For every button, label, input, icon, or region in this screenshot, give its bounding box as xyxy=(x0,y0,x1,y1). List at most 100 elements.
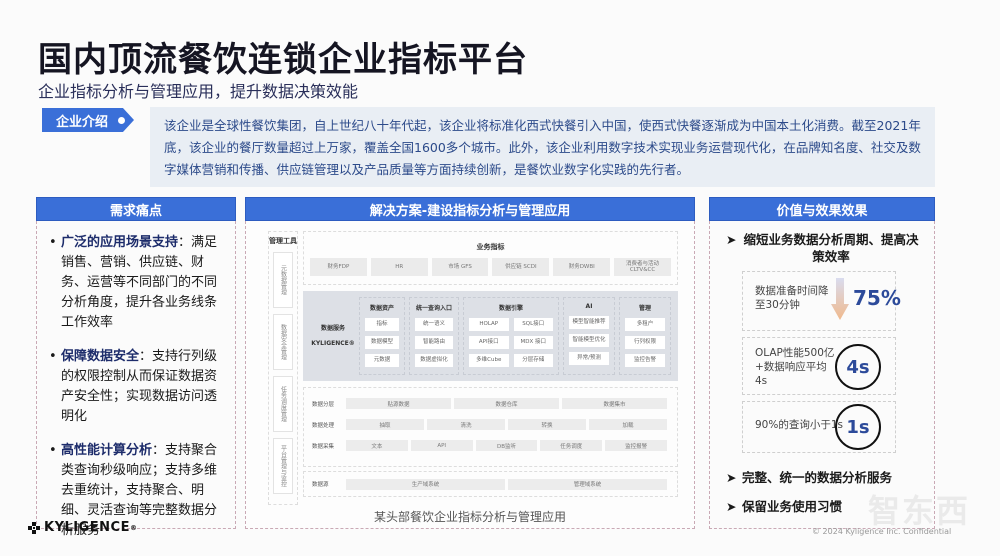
arrow-icon: ➤ xyxy=(726,232,737,247)
svc-cell: 元数据 xyxy=(365,354,399,367)
svc-group: 管理 多租户 行列权限 监控告警 xyxy=(619,297,671,375)
value-headline: ➤ 保留业务使用习惯 xyxy=(726,498,920,515)
svc-cell: 监控告警 xyxy=(625,354,665,367)
biz-cell: HR xyxy=(370,258,428,276)
data-source: 数据源 生产域系统 管理域系统 xyxy=(303,471,678,497)
ds-cell: 管理域系统 xyxy=(508,478,667,490)
tool-item: 平台管理与监控 xyxy=(273,438,293,494)
data-governance: 数据分层 贴源数据 数据仓库 数据集市 数据处理 抽取 清洗 转换 加载 数据采… xyxy=(303,387,678,467)
page-title: 国内顶流餐饮连锁企业指标平台 xyxy=(38,40,528,80)
pain-points-header: 需求痛点 xyxy=(36,197,236,221)
pain-points-panel: 需求痛点 • 广泛的应用场景支持：满足销售、营销、供应链、财务、运营等不同部门的不… xyxy=(36,197,236,538)
pain-item: • 高性能计算分析：支持聚合类查询秒级响应；支持多维去重统计，支持聚合、明细、灵活… xyxy=(45,441,225,541)
svc-group-title: 数据资产 xyxy=(369,305,394,312)
svc-cell: 统一语义 xyxy=(415,318,453,331)
svc-cell: 智能模型优化 xyxy=(569,334,609,347)
value-headline-text: 保留业务使用习惯 xyxy=(742,499,843,514)
value-headline: ➤ 缩短业务数据分析周期、提高决策效率 xyxy=(726,231,920,265)
metric-desc: 数据准备时间降至30分钟 xyxy=(755,285,829,311)
biz-title: 业务指标 xyxy=(476,243,505,251)
dg-cell: API xyxy=(410,440,473,451)
diagram-caption: 某头部餐饮企业指标分析与管理应用 xyxy=(373,510,566,524)
data-service-layer: 数据服务 KYLIGENCE® 数据资产 指标 数据模型 元数据 统一查询入口 统… xyxy=(303,291,678,381)
pain-item: • 广泛的应用场景支持：满足销售、营销、供应链、财务、运营等不同部门的不同分析角度… xyxy=(45,233,225,333)
svc-cell: 模型智能推荐 xyxy=(569,316,609,329)
business-metrics: 业务指标 财务FDP HR 市场 GFS 供应链 SCDI 财务DWBI 消费者… xyxy=(303,231,678,285)
pain-item-body: ：满足销售、营销、供应链、财务、运营等不同部门的不同分析角度，提升各业务线条工作… xyxy=(61,235,218,330)
svc-cell: 多维Cube xyxy=(469,354,509,367)
svc-cell: 智能路由 xyxy=(415,336,453,349)
metric-card: OLAP性能500亿+数据响应平均4s 4s xyxy=(742,337,896,395)
dg-cell: 监控报警 xyxy=(605,440,667,451)
value-panel: 价值与效果效果 ➤缩短业务数据分析周期、提高决策效率 数据准备时间降至30分钟 … xyxy=(709,197,935,529)
bullet-icon: • xyxy=(49,443,57,458)
biz-cell: 财务DWBI xyxy=(553,258,611,276)
down-arrow-icon xyxy=(831,278,849,320)
arrow-icon: ➤ xyxy=(726,470,737,485)
svc-group-title: 数据引擎 xyxy=(498,305,523,312)
svc-cell: 指标 xyxy=(365,318,399,331)
arrow-icon: ➤ xyxy=(726,499,737,514)
dg-cell: DB监听 xyxy=(475,440,538,451)
solution-panel: 解决方案-建设指标分析与管理应用 管理工具 元数据管理 数据安全管理 任务调度管… xyxy=(245,197,695,529)
dg-row: 数据处理 抽取 清洗 转换 加载 xyxy=(304,419,677,430)
svc-label: 数据服务 xyxy=(320,325,345,332)
tool-item: 任务调度管理 xyxy=(273,376,293,432)
metric-desc: OLAP性能500亿+数据响应平均4s xyxy=(755,347,835,387)
ds-cell: 生产域系统 xyxy=(346,478,505,490)
pain-item-body: ：支持聚合类查询秒级响应；支持多维去重统计，支持聚合、明细、灵活查询等完整数据分… xyxy=(61,443,218,538)
dg-cell: 清洗 xyxy=(427,419,505,430)
tools-title: 管理工具 xyxy=(269,237,297,245)
svc-cell: 多租户 xyxy=(625,318,665,331)
svc-cell: HOLAP xyxy=(469,318,509,331)
svc-cell: 数据虚拟化 xyxy=(415,354,453,367)
svc-cell: 数据模型 xyxy=(365,336,399,349)
svc-cell: 异常/预测 xyxy=(569,352,609,365)
page-subtitle: 企业指标分析与管理应用，提升数据决策效能 xyxy=(38,82,359,101)
metric-card: 数据准备时间降至30分钟 75% xyxy=(742,271,901,331)
svc-cell: API接口 xyxy=(469,336,509,349)
svc-cell: SQL接口 xyxy=(513,318,553,331)
biz-cell: 消费者与活动 CLTV&CC xyxy=(614,258,671,276)
pain-item-head: 广泛的应用场景支持 xyxy=(61,235,179,250)
svc-group: AI 模型智能推荐 智能模型优化 异常/预测 xyxy=(563,297,615,375)
bullet-icon: • xyxy=(49,349,57,364)
pain-item-head: 高性能计算分析 xyxy=(61,443,153,458)
svc-group-title: 统一查询入口 xyxy=(415,305,452,312)
svc-cell: 行列权限 xyxy=(625,336,665,349)
copyright: © 2024 Kyligence Inc. Confidential xyxy=(812,527,952,536)
dg-row: 数据采集 文本 API DB监听 任务调度 监控报警 xyxy=(304,440,677,451)
tool-item: 数据安全管理 xyxy=(273,314,293,370)
metric-card: 90%的查询小于1s 1s xyxy=(742,401,896,453)
registered-mark: ® xyxy=(129,523,138,532)
kyligence-mark-icon xyxy=(28,521,40,534)
pain-item: •保障数据安全：支持行列级的权限控制从而保证数据资产安全性；实现数据访问透明化 xyxy=(45,347,225,427)
dg-cell: 任务调度 xyxy=(540,440,603,451)
dg-cell: 贴源数据 xyxy=(346,398,451,409)
tool-item: 元数据管理 xyxy=(273,252,293,308)
solution-header: 解决方案-建设指标分析与管理应用 xyxy=(245,197,695,221)
kyligence-logo: KYLIGENCE® xyxy=(311,340,355,347)
value-headline-text: 缩短业务数据分析周期、提高决策效率 xyxy=(743,232,919,264)
metric-circle: 1s xyxy=(835,404,881,450)
dg-row-label: 数据处理 xyxy=(312,422,335,429)
ds-label: 数据源 xyxy=(312,482,329,488)
dg-row-label: 数据采集 xyxy=(312,443,335,450)
kyligence-footer-logo: KYLIGENCE® xyxy=(28,520,137,535)
bullet-icon: • xyxy=(49,235,57,250)
value-headline-text: 完整、统一的数据分析服务 xyxy=(742,470,893,485)
dg-row-label: 数据分层 xyxy=(312,401,335,408)
dg-cell: 抽取 xyxy=(346,419,424,430)
svc-group: 统一查询入口 统一语义 智能路由 数据虚拟化 xyxy=(409,297,459,375)
dg-cell: 数据仓库 xyxy=(454,398,559,409)
dg-cell: 转换 xyxy=(508,419,586,430)
intro-text: 该企业是全球性餐饮集团，自上世纪八十年代起，该企业将标准化西式快餐引入中国，使西… xyxy=(150,107,935,187)
metric-circle: 4s xyxy=(835,344,881,390)
svc-cell: 分层存储 xyxy=(513,354,553,367)
dg-cell: 文本 xyxy=(346,440,408,451)
intro-tag: 企业介绍 xyxy=(42,108,134,132)
intro-tag-label: 企业介绍 xyxy=(56,114,109,130)
management-tools: 管理工具 元数据管理 数据安全管理 任务调度管理 平台管理与监控 xyxy=(268,231,298,505)
pain-item-head: 保障数据安全 xyxy=(61,349,140,364)
biz-cell: 市场 GFS xyxy=(431,258,489,276)
